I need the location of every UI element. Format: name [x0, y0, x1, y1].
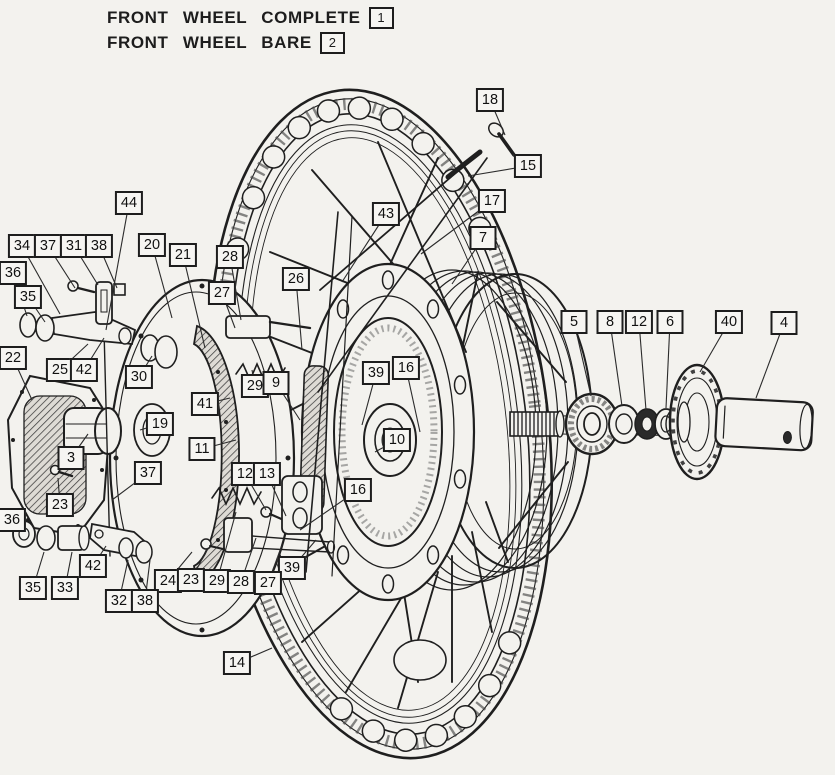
callout-7: 7 [469, 226, 497, 250]
callout-39: 39 [277, 556, 307, 580]
callout-20: 20 [137, 233, 167, 257]
title-text-complete: FRONT WHEEL COMPLETE [107, 7, 361, 27]
spindle-parts-bottom [12, 520, 153, 564]
callout-26: 26 [281, 267, 311, 291]
cam-lever-top [19, 280, 178, 557]
callout-14: 14 [222, 651, 252, 675]
callout-43: 43 [371, 202, 401, 226]
return-spring-bottom [211, 486, 262, 506]
callout-32: 32 [104, 589, 134, 613]
callout-38: 38 [84, 234, 114, 258]
callout-10: 10 [382, 428, 412, 452]
spoke-nipple-bumps-bottom [329, 631, 522, 752]
axle-assembly [564, 363, 814, 481]
callout-33: 33 [50, 576, 80, 600]
diagram-title: FRONT WHEEL COMPLETE 1 FRONT WHEEL BARE … [107, 5, 394, 55]
callout-12: 12 [624, 310, 654, 334]
callout-36: 36 [0, 261, 28, 285]
title-ref-1: 1 [368, 6, 394, 29]
callout-44: 44 [114, 191, 144, 215]
callout-27: 27 [207, 281, 237, 305]
callout-37: 37 [133, 461, 163, 485]
callout-38: 38 [130, 589, 160, 613]
callout-8: 8 [596, 310, 624, 334]
callout-36: 36 [0, 508, 27, 532]
callout-37: 37 [33, 234, 63, 258]
callout-16: 16 [343, 478, 373, 502]
callout-23: 23 [176, 568, 206, 592]
drive-bracket [281, 475, 447, 681]
callout-6: 6 [656, 310, 684, 334]
callout-35: 35 [13, 285, 43, 309]
callout-40: 40 [714, 310, 744, 334]
callout-41: 41 [190, 392, 220, 416]
callout-13: 13 [252, 462, 282, 486]
callout-34: 34 [7, 234, 37, 258]
title-line-bare: FRONT WHEEL BARE 2 [107, 30, 394, 55]
callout-15: 15 [513, 154, 543, 178]
title-ref-2: 2 [319, 31, 345, 54]
callout-3: 3 [57, 446, 85, 470]
callout-21: 21 [168, 243, 198, 267]
callout-22: 22 [0, 346, 28, 370]
callout-30: 30 [124, 365, 154, 389]
callout-19: 19 [145, 412, 175, 436]
callout-4: 4 [770, 311, 798, 335]
callout-35: 35 [18, 576, 48, 600]
callout-31: 31 [59, 234, 89, 258]
callout-39: 39 [361, 361, 391, 385]
callout-42: 42 [78, 554, 108, 578]
title-text-bare: FRONT WHEEL BARE [107, 32, 312, 52]
callout-5: 5 [560, 310, 588, 334]
callout-18: 18 [475, 88, 505, 112]
callout-17: 17 [477, 189, 507, 213]
callout-28: 28 [215, 245, 245, 269]
callout-16: 16 [391, 356, 421, 380]
callout-27: 27 [253, 571, 283, 595]
callout-28: 28 [226, 570, 256, 594]
callout-leader-lines [11, 99, 785, 664]
callout-9: 9 [262, 371, 290, 395]
callout-11: 11 [188, 437, 216, 461]
callout-42: 42 [69, 358, 99, 382]
loose-spokes [305, 122, 516, 577]
callout-23: 23 [45, 493, 75, 517]
title-line-complete: FRONT WHEEL COMPLETE 1 [107, 5, 394, 30]
